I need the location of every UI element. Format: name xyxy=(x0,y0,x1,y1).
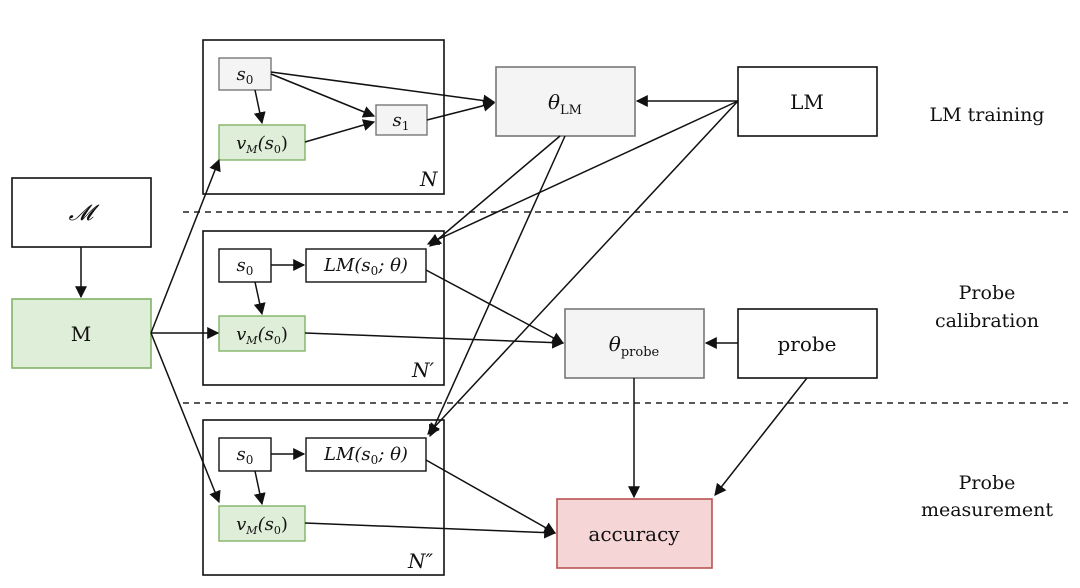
edge-lm-lmfn-measurement xyxy=(427,100,739,435)
edge-s0-v-calibration xyxy=(253,281,266,316)
node-lm-label: LM xyxy=(790,90,824,114)
plate-label-calibration: N′ xyxy=(411,358,435,382)
node-probe-label: probe xyxy=(777,332,836,356)
node-theta-lm xyxy=(495,66,636,137)
edge-s1-thetalm xyxy=(426,99,496,121)
edge-s0-v-measurement xyxy=(253,470,266,506)
section-label-training: LM training xyxy=(930,104,1045,126)
node-m xyxy=(11,298,152,369)
node-accuracy xyxy=(556,498,713,569)
node-theta-probe xyxy=(564,308,705,379)
node-v-training-label: vM(s0) xyxy=(236,133,288,156)
plate-label-measurement: N″ xyxy=(407,549,434,573)
edge-v-accuracy xyxy=(304,522,557,539)
node-s0-training-label: s0 xyxy=(237,64,254,87)
edge-thetalm-lmfn-measurement xyxy=(428,135,566,438)
node-theta-probe-label: θprobe xyxy=(609,332,660,360)
edge-v-thetaprobe xyxy=(304,332,565,349)
node-lm-fn-measurement-label: LM(s0; θ) xyxy=(323,444,408,467)
node-lm-fn-calibration-label: LM(s0; θ) xyxy=(323,255,408,278)
node-accuracy-label: accuracy xyxy=(588,522,680,546)
node-m-label: M xyxy=(71,322,91,346)
node-lm xyxy=(737,66,878,137)
node-lm-fn-calibration xyxy=(305,248,427,283)
edge-probe-accuracy xyxy=(714,377,808,496)
edge-m-v-measurement xyxy=(150,332,221,504)
node-probe xyxy=(737,308,878,379)
section-label-calibration-2: calibration xyxy=(935,310,1039,332)
node-s1-training xyxy=(375,104,428,136)
edge-lmfn-thetaprobe xyxy=(425,269,565,344)
section-label-measurement-2: measurement xyxy=(921,499,1053,521)
edge-s0-v-training xyxy=(253,89,266,125)
node-v-measurement xyxy=(218,505,306,542)
edge-lmfn-accuracy xyxy=(425,459,557,534)
edge-thetalm-lmfn-calibration xyxy=(429,135,561,247)
edge-s0-s1-training xyxy=(270,73,376,118)
plate-training xyxy=(202,39,445,195)
edge-m-v-training xyxy=(150,158,221,334)
section-label-calibration-1: Probe xyxy=(959,282,1016,304)
edge-v-s1-training xyxy=(304,119,376,143)
node-v-calibration-label: vM(s0) xyxy=(236,324,288,347)
node-s1-training-label: s1 xyxy=(393,110,410,133)
edge-s0-thetalm xyxy=(270,71,496,107)
node-s0-measurement-label: s0 xyxy=(237,444,254,467)
plate-calibration xyxy=(202,230,445,386)
node-v-measurement-label: vM(s0) xyxy=(236,514,288,537)
node-v-training xyxy=(218,124,306,161)
node-s0-calibration xyxy=(218,248,272,283)
node-s0-calibration-label: s0 xyxy=(237,255,254,278)
node-lm-fn-measurement xyxy=(305,437,427,472)
edge-lm-lmfn-calibration xyxy=(426,100,739,245)
plate-measurement xyxy=(202,419,445,576)
section-label-measurement-1: Probe xyxy=(959,472,1016,494)
plate-label-training: N xyxy=(419,167,439,191)
node-theta-lm-label: θLM xyxy=(548,90,582,118)
